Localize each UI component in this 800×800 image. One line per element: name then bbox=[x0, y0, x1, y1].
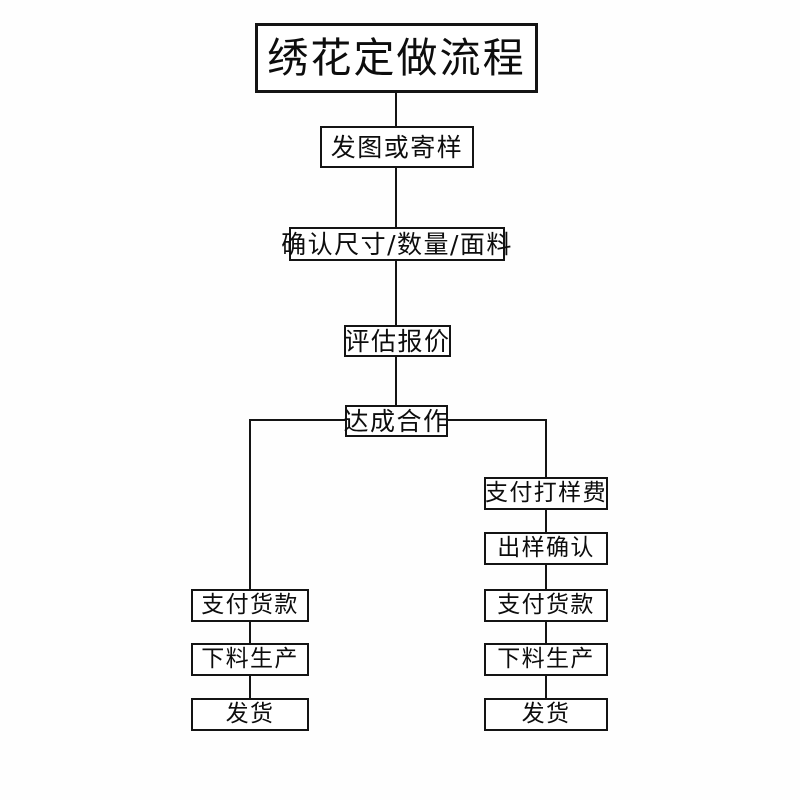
connector-right-production-to-ship bbox=[545, 674, 547, 700]
connector-deal-split-left bbox=[249, 419, 349, 421]
connector-title-to-send-image bbox=[395, 91, 397, 128]
connector-left-pay-to-production bbox=[249, 620, 251, 645]
node-quote[interactable]: 评估报价 bbox=[344, 325, 451, 357]
node-left-production[interactable]: 下料生产 bbox=[191, 643, 309, 676]
node-send-image[interactable]: 发图或寄样 bbox=[320, 126, 474, 168]
connector-right-branch-drop bbox=[545, 419, 547, 479]
connector-quote-to-deal bbox=[395, 355, 397, 407]
node-right-pay-goods[interactable]: 支付货款 bbox=[484, 589, 608, 622]
connector-send-image-to-specs bbox=[395, 166, 397, 229]
node-right-shipping[interactable]: 发货 bbox=[484, 698, 608, 731]
connector-right-confirm-to-pay bbox=[545, 564, 547, 591]
connector-right-pay-to-production bbox=[545, 620, 547, 645]
node-title[interactable]: 绣花定做流程 bbox=[255, 23, 538, 93]
connector-left-production-to-ship bbox=[249, 674, 251, 700]
node-right-pay-sample-fee[interactable]: 支付打样费 bbox=[484, 477, 608, 510]
node-left-shipping[interactable]: 发货 bbox=[191, 698, 309, 731]
node-right-production[interactable]: 下料生产 bbox=[484, 643, 608, 676]
connector-right-sample-to-confirm bbox=[545, 509, 547, 534]
connector-specs-to-quote bbox=[395, 259, 397, 327]
node-right-sample-confirm[interactable]: 出样确认 bbox=[484, 532, 608, 565]
node-deal[interactable]: 达成合作 bbox=[343, 405, 450, 437]
connector-deal-split-right bbox=[446, 419, 547, 421]
node-left-pay-goods[interactable]: 支付货款 bbox=[191, 589, 309, 622]
node-confirm-specs[interactable]: 确认尺寸/数量/面料 bbox=[281, 227, 511, 261]
connector-left-branch-drop bbox=[249, 419, 251, 591]
